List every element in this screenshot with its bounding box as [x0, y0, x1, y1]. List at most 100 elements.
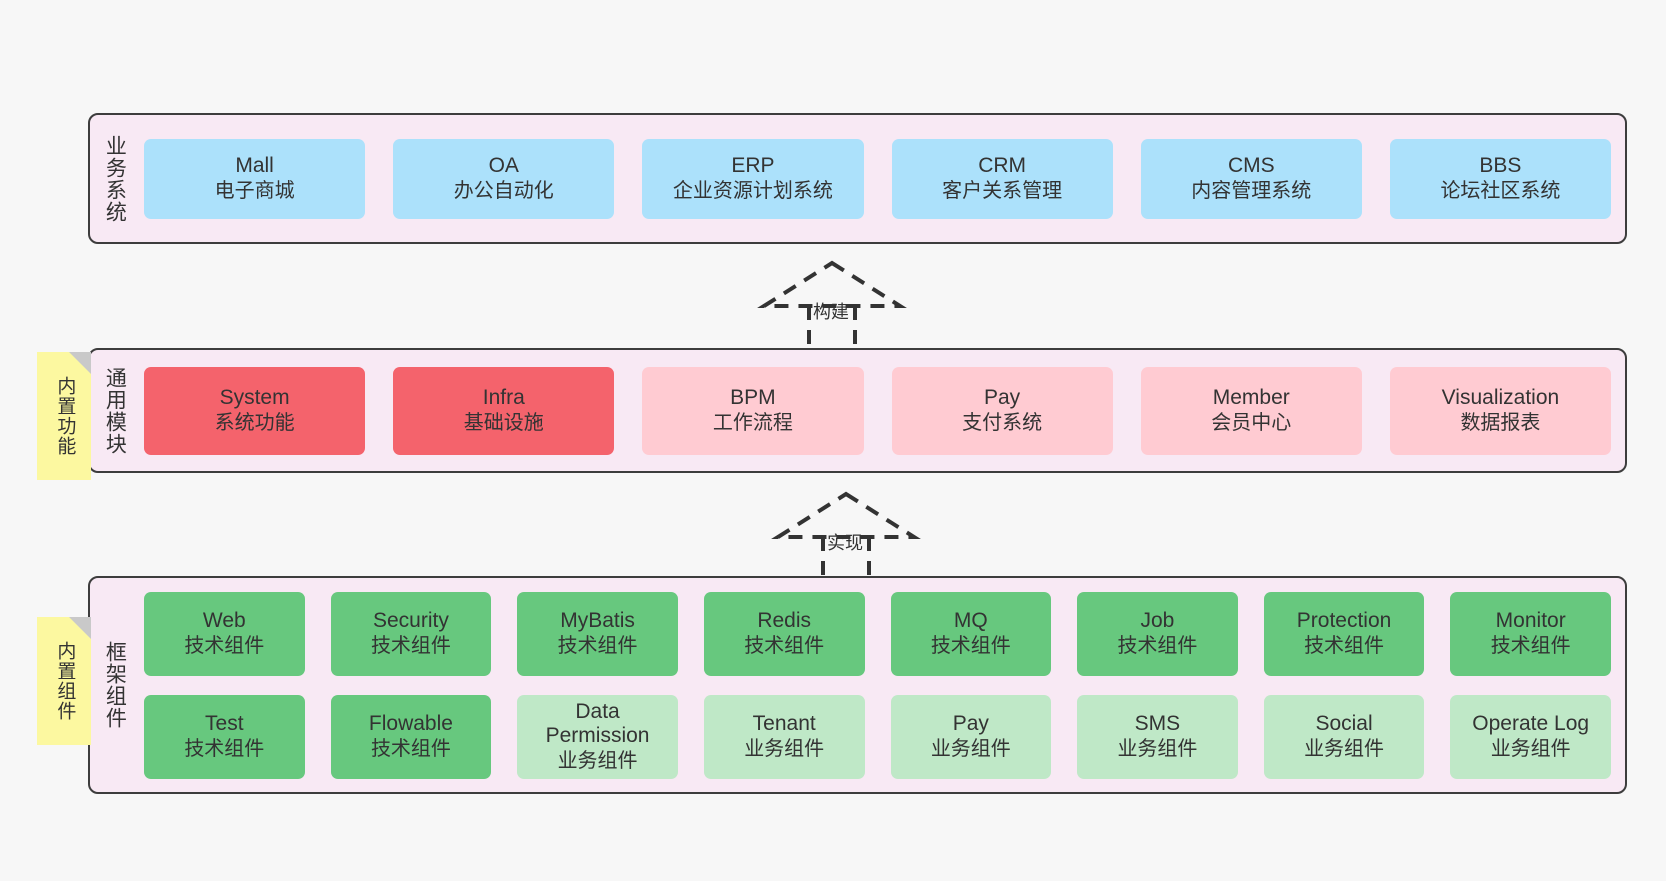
implement-arrow-icon — [771, 491, 921, 575]
card-test[interactable]: Test 技术组件 — [144, 694, 305, 779]
layer-body-business-system: Mall 电子商城 OA 办公自动化 ERP 企业资源计划系统 CRM 客户关系… — [138, 115, 1625, 242]
card-mybatis[interactable]: MyBatis 技术组件 — [517, 591, 678, 676]
card-row: System 系统功能 Infra 基础设施 BPM 工作流程 Pay 支付系统… — [144, 366, 1612, 455]
card-subtitle: 业务组件 — [557, 750, 638, 773]
card-subtitle: 业务组件 — [1490, 737, 1571, 760]
card-title: Job — [1140, 608, 1175, 632]
sticky-note-text: 内置组件 — [54, 641, 76, 721]
card-subtitle: 企业资源计划系统 — [672, 179, 833, 202]
card-row: Test 技术组件 Flowable 技术组件 Data Permission … — [144, 694, 1611, 779]
card-sms[interactable]: SMS 业务组件 — [1077, 694, 1238, 779]
card-crm[interactable]: CRM 客户关系管理 — [891, 138, 1113, 219]
connector-build-label: 构建 — [813, 302, 849, 322]
card-subtitle: 业务组件 — [930, 737, 1011, 760]
card-operate-log[interactable]: Operate Log 业务组件 — [1450, 694, 1611, 779]
sticky-note-text: 内置功能 — [54, 376, 76, 456]
card-subtitle: 技术组件 — [370, 737, 451, 760]
card-title: Mall — [235, 153, 274, 177]
card-title: CMS — [1227, 153, 1275, 177]
card-title: Web — [202, 608, 246, 632]
card-title: Member — [1212, 385, 1290, 409]
card-title: System — [219, 385, 290, 409]
card-social[interactable]: Social 业务组件 — [1263, 694, 1425, 779]
card-title: OA — [488, 153, 519, 177]
card-web[interactable]: Web 技术组件 — [144, 591, 305, 676]
card-cms[interactable]: CMS 内容管理系统 — [1140, 138, 1362, 219]
card-visualization[interactable]: Visualization 数据报表 — [1389, 366, 1612, 455]
layer-common-module: 通用模块 System 系统功能 Infra 基础设施 BPM 工作流程 Pay… — [88, 348, 1627, 473]
card-pay-business[interactable]: Pay 业务组件 — [890, 694, 1052, 779]
card-job[interactable]: Job 技术组件 — [1077, 591, 1238, 676]
card-title: Security — [373, 608, 449, 632]
connector-build: 构建 — [752, 258, 912, 344]
card-flowable[interactable]: Flowable 技术组件 — [330, 694, 492, 779]
layer-label-common-module: 通用模块 — [103, 366, 127, 455]
layer-framework-component: 框架组件 Web 技术组件 Security 技术组件 MyBatis 技术组件… — [88, 576, 1627, 794]
card-subtitle: 技术组件 — [557, 634, 638, 657]
card-title: Pay — [984, 385, 1021, 409]
card-title: SMS — [1134, 711, 1181, 735]
card-mall[interactable]: Mall 电子商城 — [144, 138, 366, 219]
card-subtitle: 客户关系管理 — [942, 179, 1063, 202]
card-subtitle: 数据报表 — [1460, 411, 1541, 434]
sticky-note-builtin-component: 内置组件 — [37, 617, 91, 745]
card-subtitle: 工作流程 — [712, 411, 793, 434]
card-subtitle: 业务组件 — [1304, 737, 1385, 760]
connector-implement: 实现 — [766, 489, 926, 575]
card-security[interactable]: Security 技术组件 — [330, 591, 492, 676]
card-title: Redis — [757, 608, 812, 632]
card-mq[interactable]: MQ 技术组件 — [890, 591, 1052, 676]
card-bbs[interactable]: BBS 论坛社区系统 — [1389, 138, 1612, 219]
card-row: Mall 电子商城 OA 办公自动化 ERP 企业资源计划系统 CRM 客户关系… — [144, 138, 1612, 219]
card-row: Web 技术组件 Security 技术组件 MyBatis 技术组件 Redi… — [144, 591, 1611, 676]
card-subtitle: 基础设施 — [463, 411, 544, 434]
card-subtitle: 技术组件 — [370, 634, 451, 657]
layer-body-common-module: System 系统功能 Infra 基础设施 BPM 工作流程 Pay 支付系统… — [138, 350, 1625, 471]
card-subtitle: 内容管理系统 — [1191, 179, 1312, 202]
card-title: CRM — [978, 153, 1027, 177]
card-subtitle: 技术组件 — [1304, 634, 1385, 657]
card-subtitle: 技术组件 — [184, 737, 265, 760]
layer-business-system: 业务系统 Mall 电子商城 OA 办公自动化 ERP 企业资源计划系统 CRM… — [88, 113, 1627, 244]
card-monitor[interactable]: Monitor 技术组件 — [1450, 591, 1611, 676]
card-subtitle: 业务组件 — [744, 737, 825, 760]
card-subtitle: 系统功能 — [214, 411, 295, 434]
sticky-note-builtin-function: 内置功能 — [37, 352, 91, 480]
card-title: Data Permission — [545, 699, 650, 748]
card-redis[interactable]: Redis 技术组件 — [703, 591, 865, 676]
card-subtitle: 技术组件 — [1490, 634, 1571, 657]
note-fold-icon — [69, 352, 91, 374]
card-protection[interactable]: Protection 技术组件 — [1263, 591, 1425, 676]
card-tenant[interactable]: Tenant 业务组件 — [703, 694, 865, 779]
card-title: BPM — [730, 385, 776, 409]
card-subtitle: 电子商城 — [214, 179, 295, 202]
card-title: MQ — [953, 608, 988, 632]
card-subtitle: 支付系统 — [962, 411, 1043, 434]
build-arrow-icon — [757, 260, 907, 344]
card-subtitle: 办公自动化 — [453, 179, 554, 202]
card-pay[interactable]: Pay 支付系统 — [891, 366, 1113, 455]
card-system[interactable]: System 系统功能 — [144, 366, 366, 455]
card-title: Tenant — [752, 711, 816, 735]
note-fold-icon — [69, 617, 91, 639]
card-title: BBS — [1479, 153, 1522, 177]
card-subtitle: 技术组件 — [744, 634, 825, 657]
card-subtitle: 技术组件 — [930, 634, 1011, 657]
layer-label-framework-component: 框架组件 — [103, 641, 127, 729]
card-oa[interactable]: OA 办公自动化 — [393, 138, 615, 219]
card-title: Infra — [482, 385, 525, 409]
card-title: ERP — [731, 153, 775, 177]
card-erp[interactable]: ERP 企业资源计划系统 — [642, 138, 864, 219]
card-subtitle: 论坛社区系统 — [1440, 179, 1561, 202]
card-subtitle: 业务组件 — [1117, 737, 1198, 760]
card-title: Protection — [1296, 608, 1392, 632]
card-member[interactable]: Member 会员中心 — [1140, 366, 1362, 455]
card-bpm[interactable]: BPM 工作流程 — [642, 366, 864, 455]
card-title: Visualization — [1441, 385, 1560, 409]
layer-body-framework-component: Web 技术组件 Security 技术组件 MyBatis 技术组件 Redi… — [138, 578, 1625, 792]
card-title: Pay — [952, 711, 989, 735]
card-data-permission[interactable]: Data Permission 业务组件 — [517, 694, 678, 779]
layer-label-business-system: 业务系统 — [103, 134, 127, 223]
card-infra[interactable]: Infra 基础设施 — [393, 366, 615, 455]
card-subtitle: 技术组件 — [184, 634, 265, 657]
